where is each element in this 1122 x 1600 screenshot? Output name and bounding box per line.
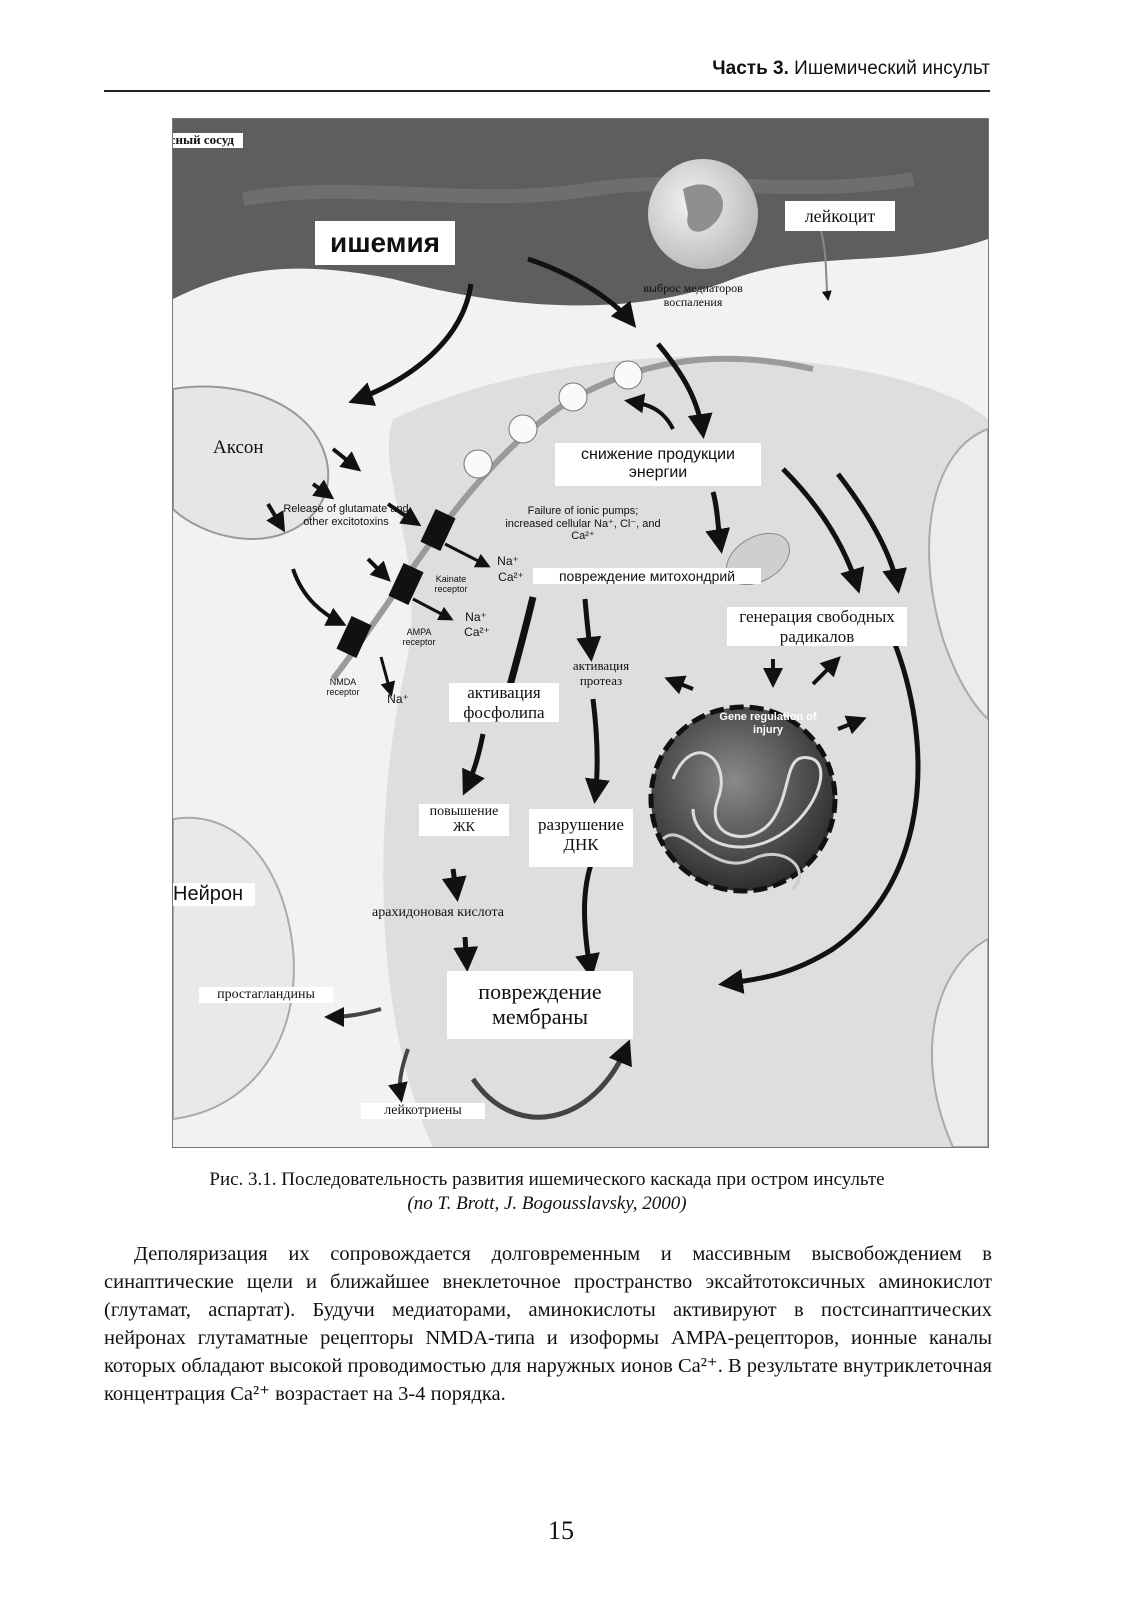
label-kainate-receptor: Kainate receptor (434, 574, 468, 595)
running-header: Часть 3. Ишемический инсульт (104, 56, 990, 92)
nmda-receptor (336, 616, 372, 658)
label-ca-1: Ca²⁺ (498, 570, 524, 584)
label-phospholipase-activation: активация фосфолипа (449, 683, 559, 723)
label-ionic-pump-failure: Failure of ionic pumps; increased cellul… (505, 505, 661, 543)
ampa-receptor (388, 563, 424, 605)
label-ca-2: Ca²⁺ (464, 625, 490, 639)
label-leukocyte: лейкоцит (785, 201, 895, 231)
axon-shape (173, 385, 330, 541)
dna-strand (671, 751, 823, 849)
label-blood-vessel: кровеносный сосуд (173, 132, 243, 148)
caption-line-1: Рис. 3.1. Последовательность развития иш… (209, 1169, 885, 1190)
ischemic-cascade-figure: кровеносный сосуд ишемия лейкоцит выброс… (172, 118, 989, 1148)
page-number: 15 (548, 1516, 574, 1545)
label-arachidonic-acid: арахидоновая кислота (372, 905, 504, 920)
caption-line-2: (по T. Brott, J. Bogousslavsky, 2000) (407, 1193, 687, 1214)
body-paragraph: Деполяризация их сопровождается долговре… (104, 1243, 992, 1405)
label-prostaglandins: простагландины (199, 987, 333, 1004)
label-energy-decrease: снижение продукции энергии (555, 443, 761, 486)
label-glutamate-release: Release of glutamate and other excitotox… (283, 503, 409, 528)
label-na-3: Na⁺ (387, 692, 409, 706)
header-title: Часть 3. Ишемический инсульт (712, 58, 990, 80)
label-free-radicals: генерация свободных радикалов (727, 607, 907, 647)
label-ampa-receptor: AMPA receptor (402, 627, 436, 648)
header-part-title: Ишемический инсульт (794, 58, 990, 79)
header-part-label: Часть 3. (712, 58, 789, 79)
body-text: Деполяризация их сопровождается долговре… (104, 1240, 992, 1408)
figure-caption: Рис. 3.1. Последовательность развития иш… (104, 1168, 990, 1216)
label-fatty-acids: повышение ЖК (419, 804, 509, 837)
label-neuron: Нейрон (173, 883, 255, 906)
label-mitochondrial-damage: повреждение митохондрий (533, 568, 761, 585)
label-membrane-damage: повреждение мембраны (447, 971, 633, 1039)
label-gene-regulation: Gene regulation of injury (719, 711, 817, 736)
label-nmda-receptor: NMDA receptor (326, 677, 360, 698)
label-inflammatory-mediators: выброс медиаторов воспаления (643, 281, 743, 309)
label-protease-activation: активация протеаз (572, 658, 630, 688)
label-leukotrienes: лейкотриены (361, 1103, 485, 1120)
kainate-receptor (420, 509, 456, 551)
label-dna-destruction: разрушение ДНК (529, 809, 633, 867)
label-ischemia: ишемия (315, 221, 455, 265)
label-na-2: Na⁺ (465, 610, 487, 624)
label-axon: Аксон (213, 437, 264, 458)
label-na-1: Na⁺ (497, 554, 519, 568)
neuron-cell-shape (173, 816, 295, 1121)
